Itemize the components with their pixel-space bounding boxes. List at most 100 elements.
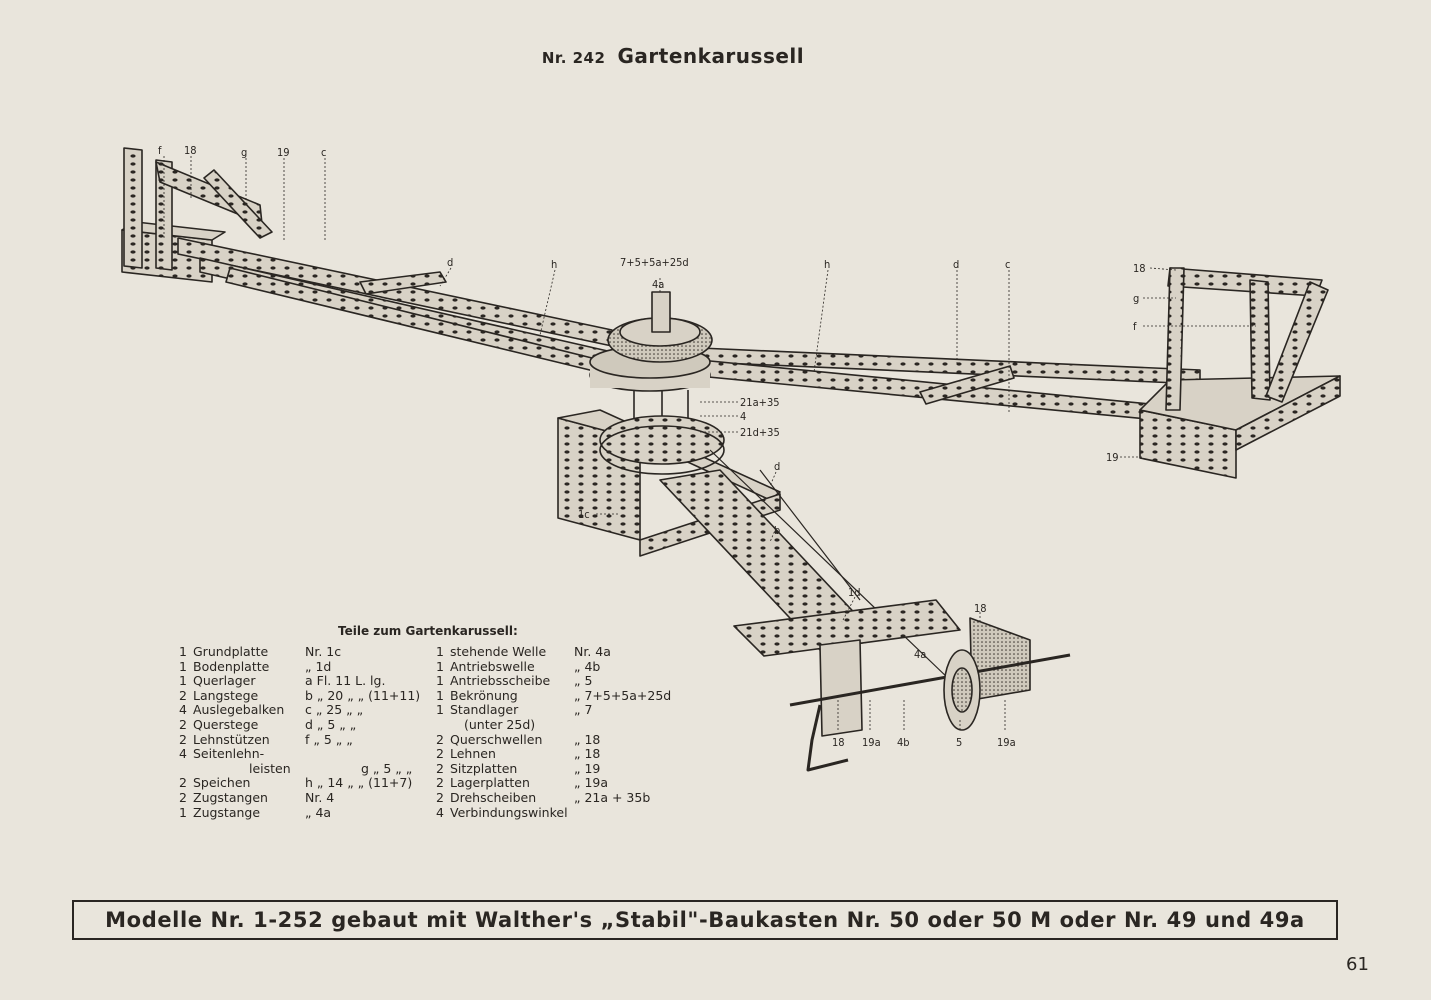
label-1d: 1d [848, 586, 861, 599]
part-name: leisten [249, 760, 291, 776]
part-quantity: 2 [179, 775, 187, 791]
part-quantity: 2 [179, 716, 187, 732]
label-b: b [774, 524, 780, 537]
label-5: 5 [956, 736, 962, 749]
parts-row: 2 Sitzplatten „ 19 [436, 760, 698, 777]
label-4-hub: 4 [740, 410, 746, 423]
parts-row: 1 Grundplatte Nr. 1c [179, 644, 491, 660]
label-19a-bottom-left: 19a [862, 736, 881, 749]
part-name: Sitzplatten [450, 760, 518, 776]
label-4b: 4b [897, 736, 910, 749]
part-code: „ 4b [574, 658, 601, 674]
label-4a-top: 4a [652, 278, 664, 291]
label-1c: 1c [578, 508, 590, 521]
part-name: stehende Welle [450, 644, 547, 659]
label-h-center-right: h [824, 258, 830, 271]
label-21a35: 21a+35 [740, 396, 780, 409]
part-name: (unter 25d) [464, 716, 536, 732]
part-code: „ 7 [574, 702, 593, 718]
part-code: „ 18 [574, 746, 601, 762]
label-19-right: 19 [1106, 451, 1119, 464]
part-code [574, 806, 684, 821]
label-h-center-left: h [551, 258, 557, 271]
label-18-bottom: 18 [832, 736, 845, 749]
part-code: g „ 5 „ „ [361, 760, 413, 776]
part-name: Querschwellen [450, 731, 543, 747]
label-f-left: f [158, 144, 162, 157]
part-code: b „ 20 „ „ (11+11) [305, 687, 421, 703]
parts-row: 2 Lehnstützen f „ 5 „ „ [179, 731, 491, 748]
part-quantity: 1 [179, 658, 187, 674]
part-code: Nr. 1c [305, 644, 342, 659]
part-code: c „ 25 „ „ [305, 702, 364, 718]
part-quantity: 2 [179, 731, 187, 747]
part-quantity [179, 762, 193, 777]
label-19a-bottom-right: 19a [997, 736, 1016, 749]
page-number: 61 [1346, 954, 1369, 975]
part-name: Lehnstützen [193, 731, 270, 747]
label-18-right: 18 [1133, 262, 1146, 275]
part-quantity: 2 [179, 789, 187, 805]
label-c-left: c [321, 146, 326, 159]
part-quantity: 2 [436, 760, 444, 776]
part-quantity: 1 [179, 644, 187, 659]
part-code: „ 7+5+5a+25d [574, 687, 672, 703]
label-g-right: g [1133, 292, 1139, 305]
part-code: „ 19 [574, 760, 601, 776]
part-name: Zugstange [193, 804, 261, 820]
part-name: Lehnen [450, 746, 496, 762]
part-code: „ 19a [574, 775, 609, 791]
part-code: a Fl. 11 L. lg. [305, 673, 386, 689]
part-quantity: 1 [436, 644, 444, 659]
part-code [588, 718, 698, 733]
label-18-left: 18 [184, 144, 197, 157]
label-c-center-right: c [1005, 258, 1010, 271]
part-name: Grundplatte [193, 644, 269, 659]
part-code: f „ 5 „ „ [305, 731, 353, 747]
right-seat [1139, 267, 1341, 479]
label-18-drive: 18 [974, 602, 987, 615]
part-quantity: 1 [436, 658, 444, 674]
part-name: Lagerplatten [450, 775, 530, 791]
part-quantity: 1 [436, 673, 444, 689]
label-d-center-right: d [953, 258, 959, 271]
label-4a-drive: 4a [914, 648, 926, 661]
part-quantity: 2 [179, 687, 187, 703]
part-quantity: 1 [179, 804, 187, 820]
part-name: Zugstangen [193, 789, 268, 805]
part-code: Nr. 4 [305, 789, 335, 805]
parts-list-title: Teile zum Gartenkarussell: [338, 624, 518, 638]
part-code: „ 1d [305, 658, 332, 674]
part-code: „ 4a [305, 804, 332, 820]
title-number: Nr. 242 [541, 49, 606, 67]
part-name: Standlager [450, 702, 519, 718]
label-21d35: 21d+35 [740, 426, 780, 439]
part-code: „ 5 [574, 673, 593, 689]
right-arms [697, 347, 1201, 421]
parts-row: 1 Querlager a Fl. 11 L. lg. [179, 674, 491, 689]
label-d-center-left: d [447, 256, 453, 269]
part-code: h „ 14 „ „ (11+7) [305, 775, 413, 791]
part-name: Bekrönung [450, 687, 518, 703]
parts-row: leisten g „ 5 „ „ [179, 760, 491, 777]
part-name: Querlager [193, 673, 256, 689]
label-d-lower: d [774, 460, 780, 473]
page-title: Nr. 242 Gartenkarussell [0, 44, 1346, 68]
part-name: Drehscheiben [450, 789, 537, 805]
left-arms [177, 237, 613, 373]
